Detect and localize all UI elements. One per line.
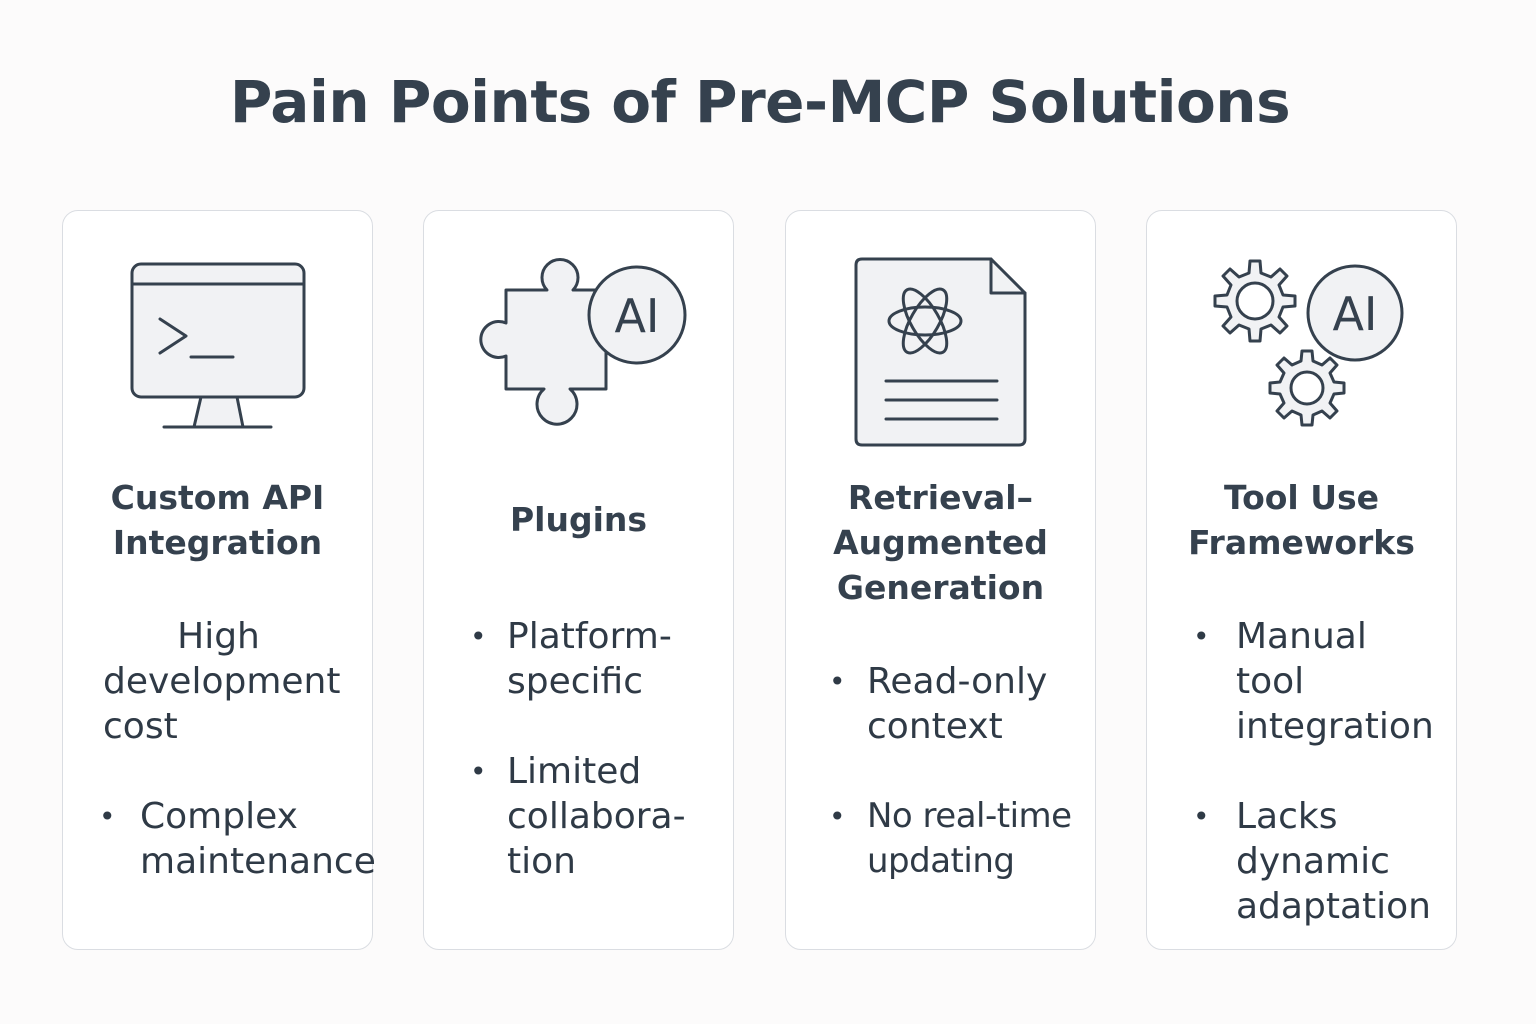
card-title: Custom API Integration [110,478,325,562]
bullet: • [1193,800,1210,833]
bullet: • [99,800,116,833]
bullet-point: Limited collabora- tion [507,751,686,882]
bullet-point: Platform- specific [507,616,672,702]
intro-line: High [177,616,260,657]
bullet-point: Manual tool integration [1236,616,1434,747]
bullet: • [1193,620,1210,653]
bullet: • [470,620,487,653]
card-plugins: AI Plugins • Platform- specific • Limite… [423,210,734,950]
bullet-point: Lacks dynamic adaptation [1236,796,1431,927]
intro-line: cost [103,706,178,747]
bullet: • [829,665,846,698]
card-custom-api-integration: Custom API Integration High development … [62,210,376,950]
puzzle-ai-icon: AI [479,258,687,426]
document-openai-icon [854,257,1027,447]
bullet: • [829,800,846,833]
bullet-point: Read-only context [867,661,1048,747]
openai-logo-icon [887,287,963,355]
bullet: • [470,755,487,788]
intro-line: development [103,661,341,702]
gear-icon [1213,259,1297,343]
card-title: Tool Use Frameworks [1188,478,1415,562]
card-retrieval-augmented-generation: Retrieval– Augmented Generation • Read-o… [785,210,1096,950]
card-title: Retrieval– Augmented Generation [833,478,1048,607]
gears-ai-icon: AI [1213,259,1404,427]
ai-badge-text: AI [614,289,659,343]
card-tool-use-frameworks: AI Tool Use Frameworks • Manual tool int… [1146,210,1457,950]
ai-badge-text: AI [1332,287,1377,341]
gear-icon [1268,349,1346,427]
bullet-point: Complex maintenance [140,796,376,882]
page-title: Pain Points of Pre-MCP Solutions [229,68,1291,136]
bullet-point: No real-time updating [867,796,1072,881]
card-title: Plugins [509,500,648,539]
terminal-monitor-icon [130,262,306,429]
